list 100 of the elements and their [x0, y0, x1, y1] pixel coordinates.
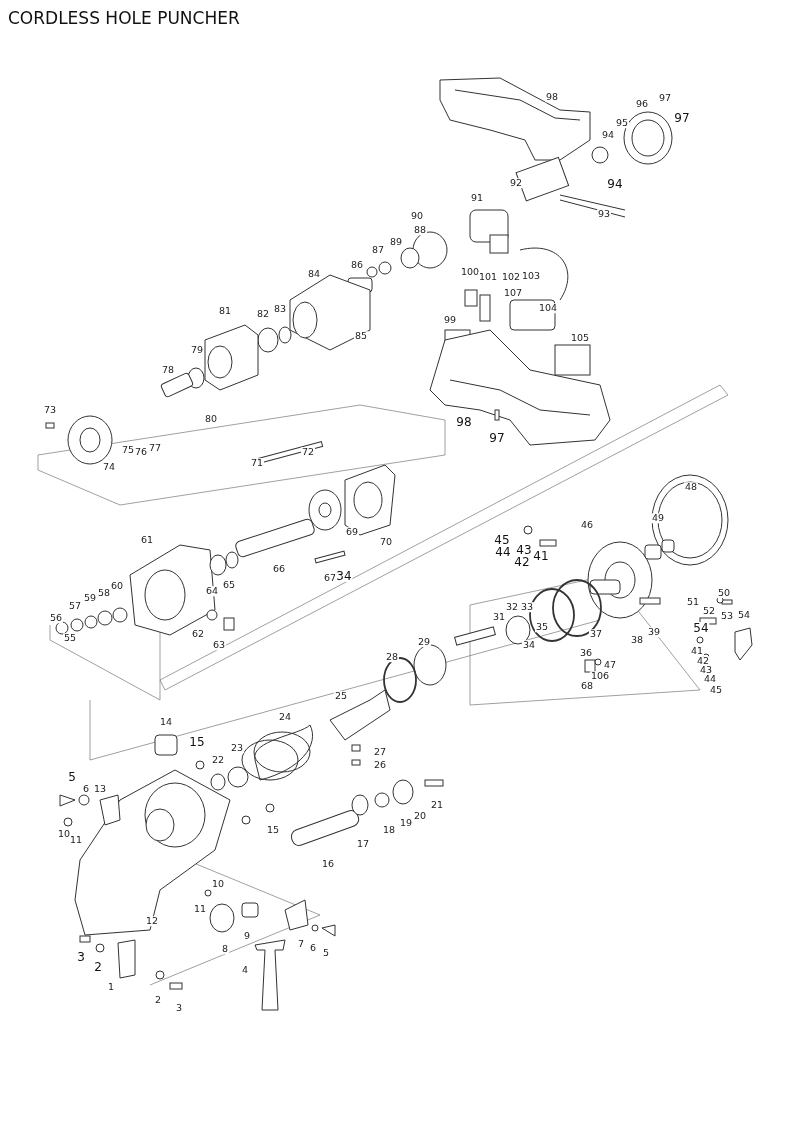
- callout-number: 34: [521, 640, 537, 650]
- callout-number: 2: [154, 995, 162, 1005]
- callout-number: 79: [189, 345, 205, 355]
- callout-number: 98: [455, 416, 473, 428]
- callout-number: 66: [271, 564, 287, 574]
- callout-number: 45: [493, 534, 511, 546]
- callout-number: 85: [353, 331, 369, 341]
- callout-number: 102: [500, 272, 522, 282]
- callout-number: 11: [68, 835, 84, 845]
- callout-number: 54: [736, 610, 752, 620]
- callout-number: 93: [596, 209, 612, 219]
- callout-number: 53: [719, 611, 735, 621]
- callout-number: 25: [333, 691, 349, 701]
- callout-number: 82: [255, 309, 271, 319]
- callout-number: 104: [537, 303, 559, 313]
- callout-number: 71: [249, 458, 265, 468]
- callout-number: 47: [602, 660, 618, 670]
- callout-number: 42: [513, 556, 531, 568]
- callout-number: 38: [629, 635, 645, 645]
- callout-number: 46: [579, 520, 595, 530]
- callout-number: 76: [133, 447, 149, 457]
- callout-number: 5: [322, 948, 330, 958]
- callout-number: 87: [370, 245, 386, 255]
- callout-number: 89: [388, 237, 404, 247]
- callout-number: 1: [107, 982, 115, 992]
- callout-number: 15: [188, 736, 206, 748]
- callout-number: 65: [221, 580, 237, 590]
- callout-number: 54: [692, 622, 710, 634]
- callout-number: 4: [241, 965, 249, 975]
- callout-number: 19: [398, 818, 414, 828]
- callout-number: 68: [579, 681, 595, 691]
- callout-number: 33: [519, 602, 535, 612]
- callout-number: 92: [508, 178, 524, 188]
- callout-number: 41: [689, 646, 705, 656]
- callout-number: 50: [716, 588, 732, 598]
- callout-number: 3: [175, 1003, 183, 1013]
- callout-number: 5: [67, 771, 77, 783]
- callout-number: 57: [67, 601, 83, 611]
- callout-number: 90: [409, 211, 425, 221]
- callout-number: 88: [412, 225, 428, 235]
- callout-number: 11: [192, 904, 208, 914]
- callout-number: 36: [578, 648, 594, 658]
- callout-number: 45: [708, 685, 724, 695]
- callout-number: 97: [673, 112, 691, 124]
- callout-number: 35: [534, 622, 550, 632]
- callout-number: 12: [144, 916, 160, 926]
- callout-number: 39: [646, 627, 662, 637]
- callout-number: 7: [297, 939, 305, 949]
- callout-number: 43: [698, 665, 714, 675]
- callout-number: 52: [701, 606, 717, 616]
- callout-number: 60: [109, 581, 125, 591]
- callout-number: 37: [588, 629, 604, 639]
- callout-number: 23: [229, 743, 245, 753]
- callout-number: 97: [488, 432, 506, 444]
- callout-number: 34: [335, 570, 353, 582]
- callout-number: 91: [469, 193, 485, 203]
- callout-number: 29: [416, 637, 432, 647]
- callout-number: 41: [532, 550, 550, 562]
- callout-number: 105: [569, 333, 591, 343]
- callout-number: 44: [494, 546, 512, 558]
- callout-number: 55: [62, 633, 78, 643]
- callout-number: 107: [502, 288, 524, 298]
- callout-number: 43: [515, 544, 533, 556]
- callout-number: 94: [606, 178, 624, 190]
- callout-number: 22: [210, 755, 226, 765]
- diagram-title: CORDLESS HOLE PUNCHER: [8, 8, 240, 28]
- callout-number: 63: [211, 640, 227, 650]
- callout-number: 56: [48, 613, 64, 623]
- callout-number: 21: [429, 800, 445, 810]
- callout-number: 95: [614, 118, 630, 128]
- callout-number: 99: [442, 315, 458, 325]
- callout-number: 106: [589, 671, 611, 681]
- callout-number: 8: [221, 944, 229, 954]
- callout-number: 96: [634, 99, 650, 109]
- callout-number: 2: [93, 961, 103, 973]
- callout-number: 77: [147, 443, 163, 453]
- callout-number: 6: [82, 784, 90, 794]
- callout-number: 14: [158, 717, 174, 727]
- callout-number: 86: [349, 260, 365, 270]
- callout-number: 58: [96, 588, 112, 598]
- callout-number: 94: [600, 130, 616, 140]
- callout-number: 32: [504, 602, 520, 612]
- callout-number: 83: [272, 304, 288, 314]
- callout-number: 62: [190, 629, 206, 639]
- callout-number: 15: [265, 825, 281, 835]
- callout-number: 61: [139, 535, 155, 545]
- callout-number: 42: [695, 656, 711, 666]
- callout-number: 10: [56, 829, 72, 839]
- callout-number: 13: [92, 784, 108, 794]
- callout-number: 97: [657, 93, 673, 103]
- callout-number: 100: [459, 267, 481, 277]
- callout-number: 27: [372, 747, 388, 757]
- callout-number: 74: [101, 462, 117, 472]
- callout-number: 73: [42, 405, 58, 415]
- callout-number: 31: [491, 612, 507, 622]
- callout-number: 51: [685, 597, 701, 607]
- callout-number: 6: [309, 943, 317, 953]
- callout-number: 103: [520, 271, 542, 281]
- callout-number: 18: [381, 825, 397, 835]
- callout-number: 64: [204, 586, 220, 596]
